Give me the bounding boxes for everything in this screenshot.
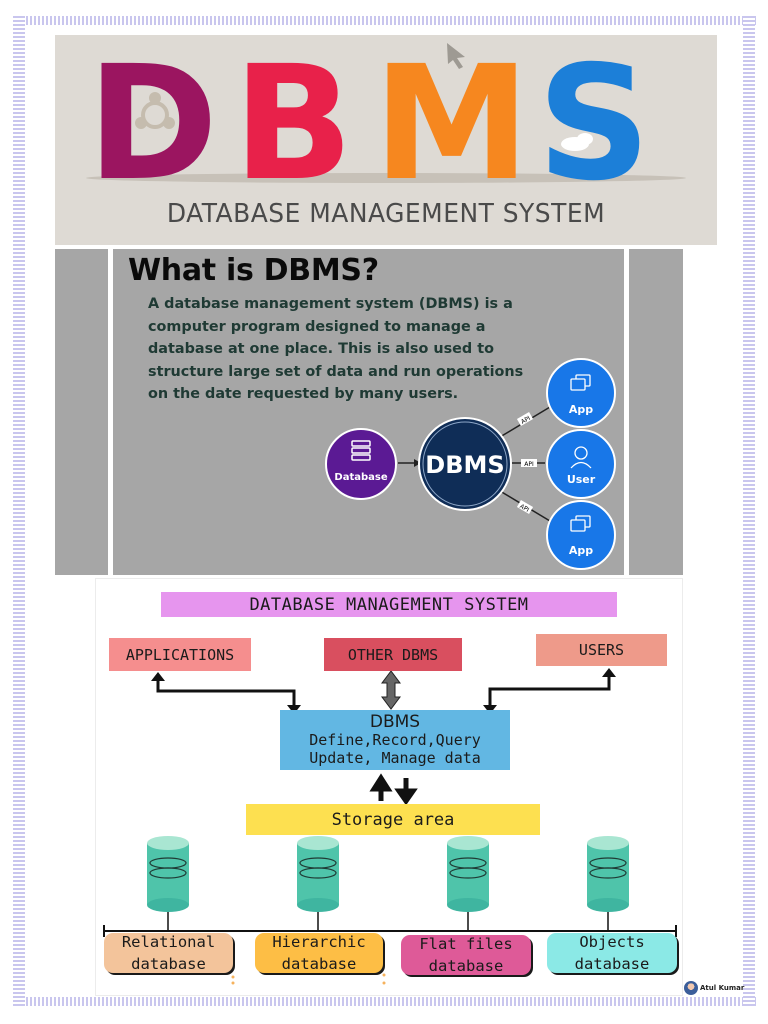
applications-box: APPLICATIONS [109,638,251,671]
svg-text:API: API [520,415,532,426]
author-avatar [684,981,698,995]
intro-title: What is DBMS? [128,253,379,288]
dbms-core-box: DBMS Define,Record,Query Update, Manage … [280,710,510,770]
svg-text:Database: Database [334,472,387,483]
user-node: User [546,429,616,499]
relational-database-label: Relational database [104,933,233,973]
intro-line: A database management system (DBMS) is a [148,296,513,312]
panel-divider-left [108,249,113,575]
db-label-line: Objects [579,933,645,951]
api-tag: API [516,412,534,426]
svg-text:DBMS: DBMS [425,451,504,479]
db-label-line: database [574,955,650,973]
dbms-banner: D B M S DATABASE MANAGEMENT SYSTEM [55,35,717,245]
decor-dot [231,975,235,979]
arrowhead-down [287,705,301,714]
decor-dot [382,973,386,977]
dbms-core-line: Define,Record,Query [309,731,481,749]
logo-letter-b: B [233,35,353,216]
svg-text:App: App [569,403,593,416]
db-label-line: database [428,957,504,975]
database-node: Database [325,428,397,500]
svg-text:API: API [518,503,530,514]
logo-letter-m: M [373,35,530,216]
page-frame-top [14,16,756,25]
banner-subtitle: DATABASE MANAGEMENT SYSTEM [166,199,606,229]
connector-other-dbms [381,670,401,710]
banner-logo: D B M S [86,35,686,216]
app-node-bottom: App [546,500,616,570]
architecture-title: DATABASE MANAGEMENT SYSTEM [161,592,617,617]
database-cylinder-icon [447,836,489,931]
network-nodes-icon [135,92,175,129]
svg-text:User: User [567,473,596,486]
decor-dot [382,981,386,985]
objects-database-label: Objects database [547,933,677,973]
page-frame-bottom [14,997,756,1006]
cloud-icon [561,133,593,151]
intro-line: database at one place. This is also used… [148,341,494,357]
intro-line: structure large set of data and run oper… [148,363,524,380]
user-icon [570,446,592,469]
db-label-line: Hierarchic [272,933,366,951]
server-stack-icon [351,440,371,461]
database-cylinder-icon [587,836,629,931]
database-cylinder-icon [147,836,189,931]
decor-dot [231,981,235,985]
windows-icon [570,515,591,532]
windows-icon [570,374,591,391]
panel-divider-right [624,249,629,575]
flat-files-database-label: Flat files database [401,935,531,975]
other-dbms-box: OTHER DBMS [324,638,462,671]
intro-line: on the date requested by many users. [148,386,459,402]
intro-line: computer program designed to manage a [148,318,486,335]
db-label-line: database [131,955,206,973]
dbms-flow-diagram: API API API Database DBMS App [325,358,616,570]
logo-letter-s: S [537,35,651,216]
connector-applications [156,679,296,707]
db-label-line: Relational [121,933,216,951]
api-tag: API [521,459,537,468]
db-label-line: database [281,955,357,973]
arrow-storage-to-dbms [369,773,393,801]
hierarchic-database-label: Hierarchic database [255,933,383,973]
users-box: USERS [536,634,667,666]
arrowhead [414,459,421,467]
arrowhead-up [151,672,165,681]
cursor-arrow-icon [447,43,465,69]
db-label-line: Flat files [419,935,513,953]
intro-description: A database management system (DBMS) is a… [148,293,548,406]
architecture-connectors [103,668,677,985]
api-tag: API [516,500,534,514]
arrowhead-up [602,668,616,677]
arrow-dbms-to-storage [394,778,418,806]
logo-shadow [86,173,686,183]
page-frame-left [13,16,25,1006]
dbms-core-title: DBMS [369,712,421,732]
arrowhead-down [483,705,497,714]
app-node-top: App [546,358,616,428]
connector-users [488,675,611,707]
dbms-node: DBMS [418,417,512,511]
author-credit: Atul Kumar [684,981,744,995]
database-cylinder-icon [297,836,339,931]
dbms-core-line: Update, Manage data [309,749,481,767]
storage-area-box: Storage area [246,804,540,835]
author-name: Atul Kumar [700,984,745,992]
architecture-diagram: DATABASE MANAGEMENT SYSTEM APPLICATIONS … [95,578,683,996]
page-frame-right [743,16,755,1006]
svg-text:App: App [569,544,593,557]
svg-text:API: API [524,461,534,468]
